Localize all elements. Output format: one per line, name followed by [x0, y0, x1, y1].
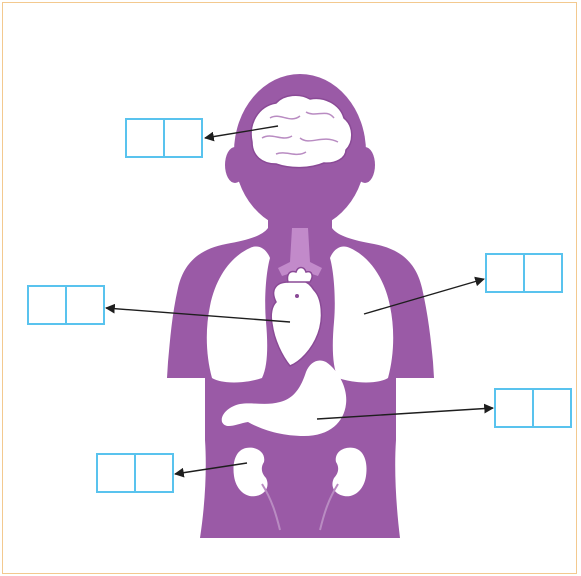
heart-dot — [295, 294, 299, 298]
answer-box-stomach[interactable] — [495, 389, 571, 427]
brain-organ — [251, 95, 352, 167]
answer-box-lungs[interactable] — [486, 254, 562, 292]
answer-cell[interactable] — [28, 286, 66, 324]
answer-cell[interactable] — [164, 119, 202, 157]
answer-cell[interactable] — [97, 454, 135, 492]
answer-cell[interactable] — [524, 254, 562, 292]
answer-cell[interactable] — [135, 454, 173, 492]
answer-cell[interactable] — [533, 389, 571, 427]
left-ear — [225, 147, 245, 183]
answer-cell[interactable] — [126, 119, 164, 157]
answer-cell[interactable] — [495, 389, 533, 427]
answer-cell[interactable] — [66, 286, 104, 324]
answer-box-brain[interactable] — [126, 119, 202, 157]
answer-cell[interactable] — [486, 254, 524, 292]
answer-box-heart[interactable] — [28, 286, 104, 324]
answer-box-kidneys[interactable] — [97, 454, 173, 492]
right-ear — [355, 147, 375, 183]
